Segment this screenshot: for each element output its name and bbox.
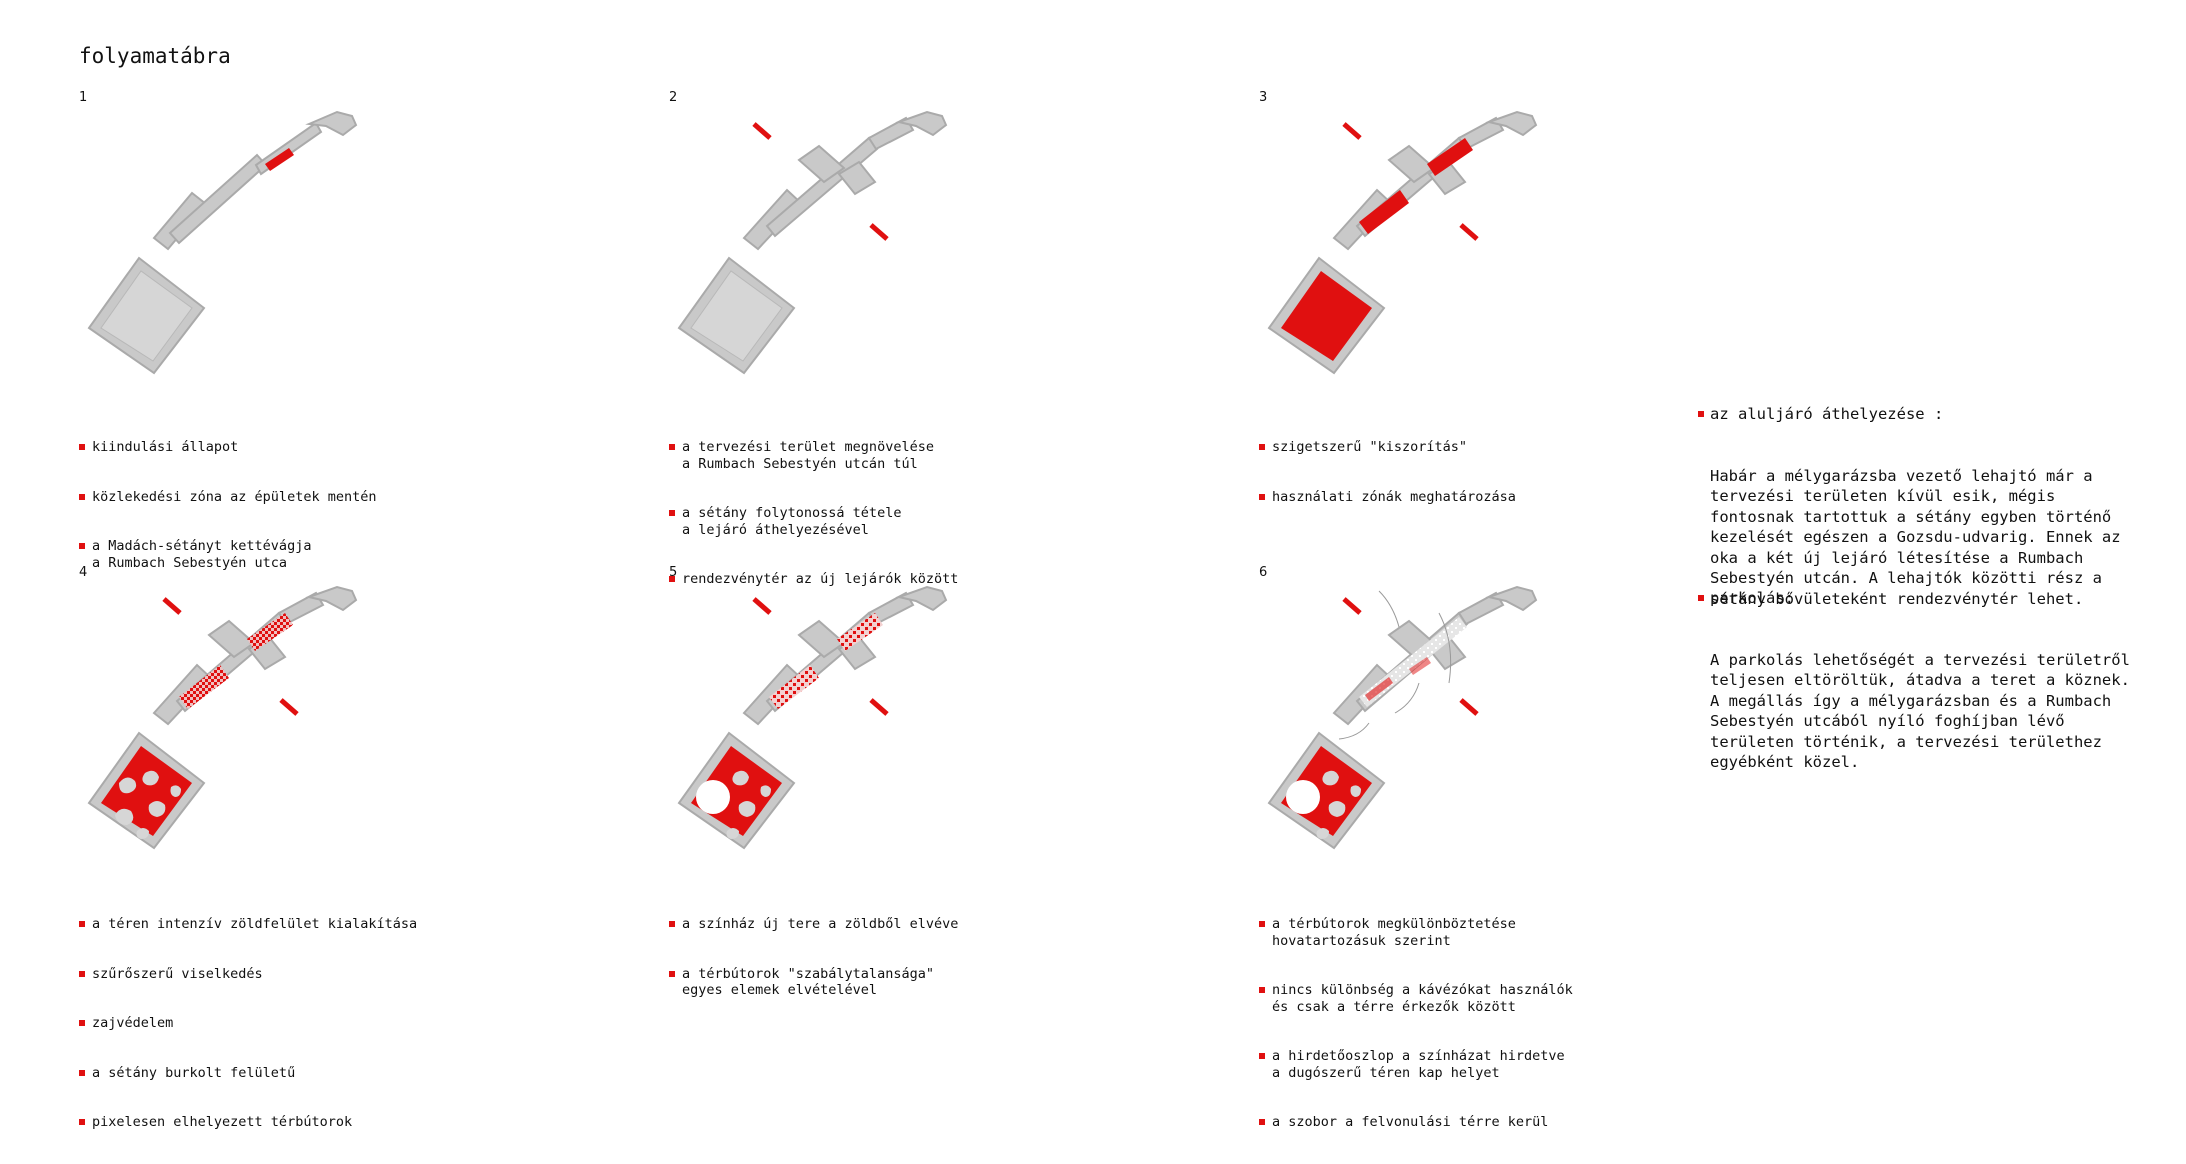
panel-4: 4 — [79, 565, 639, 1130]
list-item: rendezvénytér az új lejárók között — [669, 571, 958, 588]
panel-6: 6 — [1259, 565, 1819, 1130]
list-item: a téren intenzív zöldfelület kialakítása — [79, 916, 417, 933]
panel-number: 5 — [669, 565, 678, 580]
list-item: használati zónák meghatározása — [1259, 489, 1516, 506]
panel-number: 2 — [669, 90, 678, 105]
list-item: a térbútorok megkülönböztetése hovatarto… — [1259, 916, 1573, 949]
list-item: kiindulási állapot — [79, 439, 376, 456]
panel-number: 4 — [79, 565, 88, 580]
list-item: nincs különbség a kávézókat használók és… — [1259, 982, 1573, 1015]
list-item: a szobor a felvonulási térre kerül — [1259, 1114, 1573, 1131]
site-diagram-2 — [677, 110, 948, 375]
list-item: a Madách-sétányt kettévágja a Rumbach Se… — [79, 538, 376, 571]
list-item: a sétány burkolt felületű — [79, 1065, 417, 1082]
list-item: közlekedési zóna az épületek mentén — [79, 489, 376, 506]
note-parking: parkolás: A parkolás lehetőségét a terve… — [1698, 547, 2168, 793]
list-item: zajvédelem — [79, 1015, 417, 1032]
note-heading: parkolás: — [1698, 588, 2168, 609]
site-diagram-3 — [1267, 110, 1538, 375]
panel-number: 3 — [1259, 90, 1268, 105]
site-diagram-6 — [1267, 585, 1538, 850]
site-diagram-1 — [87, 110, 358, 375]
site-diagram-5 — [677, 585, 948, 850]
panel-2: 2 a tervezési terület megnövelése a Rumb… — [669, 90, 1229, 587]
panel-1: 1 kiindulási állapot közlekedési zóna az… — [79, 90, 639, 571]
note-heading: az aluljáró áthelyezése : — [1698, 404, 2168, 425]
list-item: a tervezési terület megnövelése a Rumbac… — [669, 439, 958, 472]
panel-2-bullets: a tervezési terület megnövelése a Rumbac… — [669, 406, 958, 621]
panel-3: 3 szigetszerű "kiszorítás" használati zó… — [1259, 90, 1819, 505]
panel-6-bullets: a térbútorok megkülönböztetése hovatarto… — [1259, 883, 1573, 1164]
panel-3-bullets: szigetszerű "kiszorítás" használati zóná… — [1259, 406, 1516, 538]
list-item: a színház új tere a zöldből elvéve — [669, 916, 958, 933]
list-item: szűrőszerű viselkedés — [79, 966, 417, 983]
list-item: pixelesen elhelyezett térbútorok — [79, 1114, 417, 1131]
list-item: a hirdetőoszlop a színházat hirdetve a d… — [1259, 1048, 1573, 1081]
site-diagram-4 — [87, 585, 358, 850]
page-title: folyamatábra — [79, 44, 231, 68]
note-underpass: az aluljáró áthelyezése : Habár a mélyga… — [1698, 363, 2168, 630]
panel-number: 1 — [79, 90, 88, 105]
list-item: a sétány folytonossá tétele a lejáró áth… — [669, 505, 958, 538]
panel-5-bullets: a színház új tere a zöldből elvéve a tér… — [669, 883, 958, 1032]
list-item: szigetszerű "kiszorítás" — [1259, 439, 1516, 456]
list-item: a térbútorok "szabálytalansága" egyes el… — [669, 966, 958, 999]
panel-5: 5 a szính — [669, 565, 1229, 998]
note-text: Habár a mélygarázsba vezető lehajtó már … — [1710, 466, 2121, 608]
panel-1-bullets: kiindulási állapot közlekedési zóna az é… — [79, 406, 376, 604]
note-text: A parkolás lehetőségét a tervezési terül… — [1710, 650, 2130, 772]
panel-4-bullets: a téren intenzív zöldfelület kialakítása… — [79, 883, 417, 1164]
panel-number: 6 — [1259, 565, 1268, 580]
